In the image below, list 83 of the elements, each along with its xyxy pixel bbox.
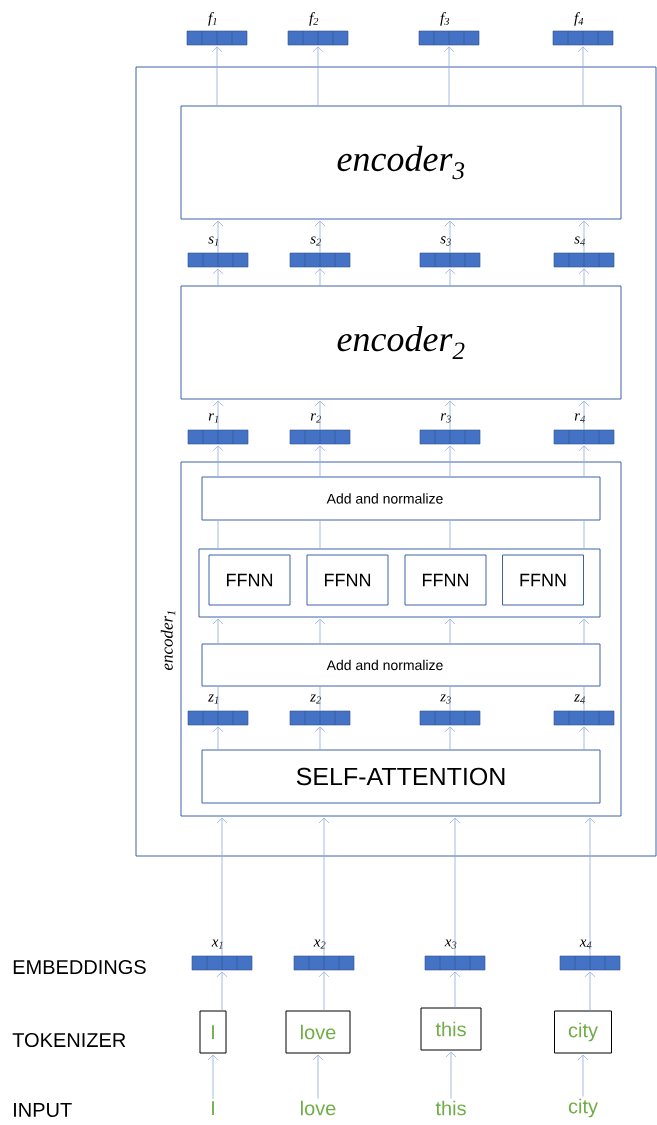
token-box: love bbox=[285, 1010, 351, 1054]
arrow bbox=[444, 400, 456, 431]
arrow bbox=[444, 220, 456, 254]
arrow bbox=[314, 220, 326, 254]
encoder-box: encoder$_{2}$ bbox=[180, 285, 622, 400]
input-word: love bbox=[301, 1100, 336, 1116]
arrow bbox=[211, 46, 223, 106]
vector-label: f$_{1}$ bbox=[208, 12, 217, 26]
ffnn-box: FFNN bbox=[208, 554, 291, 606]
vector-label: s$_{4}$ bbox=[574, 236, 586, 246]
vector-label: r$_{3}$ bbox=[440, 413, 451, 423]
vector-label: z$_{2}$ bbox=[310, 694, 322, 704]
arrow bbox=[212, 268, 224, 286]
vector-label: s$_{1}$ bbox=[208, 236, 219, 246]
ffnn-box: FFNN bbox=[306, 554, 389, 606]
arrow bbox=[216, 971, 228, 1011]
vector-label: z$_{3}$ bbox=[440, 694, 451, 704]
vector-label: f$_{2}$ bbox=[309, 12, 319, 26]
vector-label: s$_{2}$ bbox=[310, 236, 322, 246]
arrow bbox=[578, 618, 590, 644]
input-word: city bbox=[568, 1098, 598, 1118]
row-label: TOKENIZER bbox=[12, 1032, 126, 1048]
arrow bbox=[212, 726, 224, 750]
row-label: INPUT bbox=[14, 1103, 72, 1117]
vector-label: r$_{1}$ bbox=[208, 413, 219, 423]
ffnn-box: FFNN bbox=[502, 554, 584, 606]
arrow bbox=[578, 445, 590, 477]
arrow bbox=[314, 726, 326, 750]
arrow bbox=[578, 220, 590, 254]
arrow bbox=[584, 971, 596, 1011]
vector-label: z$_{4}$ bbox=[574, 694, 586, 704]
input-word: I bbox=[212, 1101, 214, 1115]
arrow bbox=[445, 1051, 457, 1099]
arrow bbox=[212, 400, 224, 431]
token-box: city bbox=[554, 1010, 612, 1054]
group-box bbox=[198, 548, 601, 618]
arrow bbox=[577, 1054, 589, 1097]
vector-label: s$_{3}$ bbox=[440, 236, 451, 246]
arrow bbox=[318, 817, 330, 957]
vector-label: z$_{1}$ bbox=[208, 694, 219, 704]
arrow bbox=[444, 268, 456, 286]
arrow bbox=[207, 1054, 219, 1100]
vector-label: x$_{4}$ bbox=[579, 939, 592, 949]
arrow bbox=[314, 400, 326, 431]
arrow bbox=[312, 1054, 324, 1099]
arrow bbox=[578, 400, 590, 431]
arrow bbox=[444, 618, 456, 644]
arrow bbox=[449, 971, 461, 1008]
vector-label: f$_{3}$ bbox=[440, 12, 450, 26]
arrow bbox=[577, 46, 589, 106]
vector-label: f$_{4}$ bbox=[574, 12, 584, 26]
arrow bbox=[449, 817, 461, 957]
arrow bbox=[584, 817, 596, 957]
layer-box: Add and normalize bbox=[201, 643, 601, 687]
encoder-box: encoder$_{3}$ bbox=[180, 105, 622, 220]
arrow bbox=[578, 268, 590, 286]
arrow bbox=[444, 445, 456, 477]
arrow bbox=[212, 618, 224, 644]
arrow bbox=[312, 46, 324, 106]
arrow bbox=[444, 726, 456, 750]
vector-label: r$_{2}$ bbox=[310, 413, 322, 423]
arrow bbox=[314, 268, 326, 286]
arrow bbox=[212, 220, 224, 254]
row-label: EMBEDDINGS bbox=[13, 959, 146, 975]
attention-box: SELF-ATTENTION bbox=[201, 749, 601, 804]
arrow bbox=[318, 971, 330, 1011]
token-box: this bbox=[420, 1007, 482, 1051]
arrow bbox=[443, 46, 455, 106]
arrow bbox=[314, 618, 326, 644]
arrow bbox=[578, 726, 590, 750]
arrow bbox=[216, 817, 228, 957]
encoder-stack-box bbox=[135, 66, 657, 857]
token-box: I bbox=[199, 1010, 227, 1054]
ffnn-box: FFNN bbox=[404, 554, 487, 606]
vector-label: x$_{1}$ bbox=[211, 939, 223, 949]
input-word: this bbox=[435, 1100, 466, 1116]
vector-label: x$_{3}$ bbox=[444, 939, 457, 949]
encoder-label: encoder$_{1}$ bbox=[160, 611, 176, 671]
arrow bbox=[212, 445, 224, 477]
layer-box: Add and normalize bbox=[201, 476, 601, 521]
vector-label: x$_{2}$ bbox=[313, 939, 326, 949]
vector-label: r$_{4}$ bbox=[574, 413, 586, 423]
arrow bbox=[314, 445, 326, 477]
